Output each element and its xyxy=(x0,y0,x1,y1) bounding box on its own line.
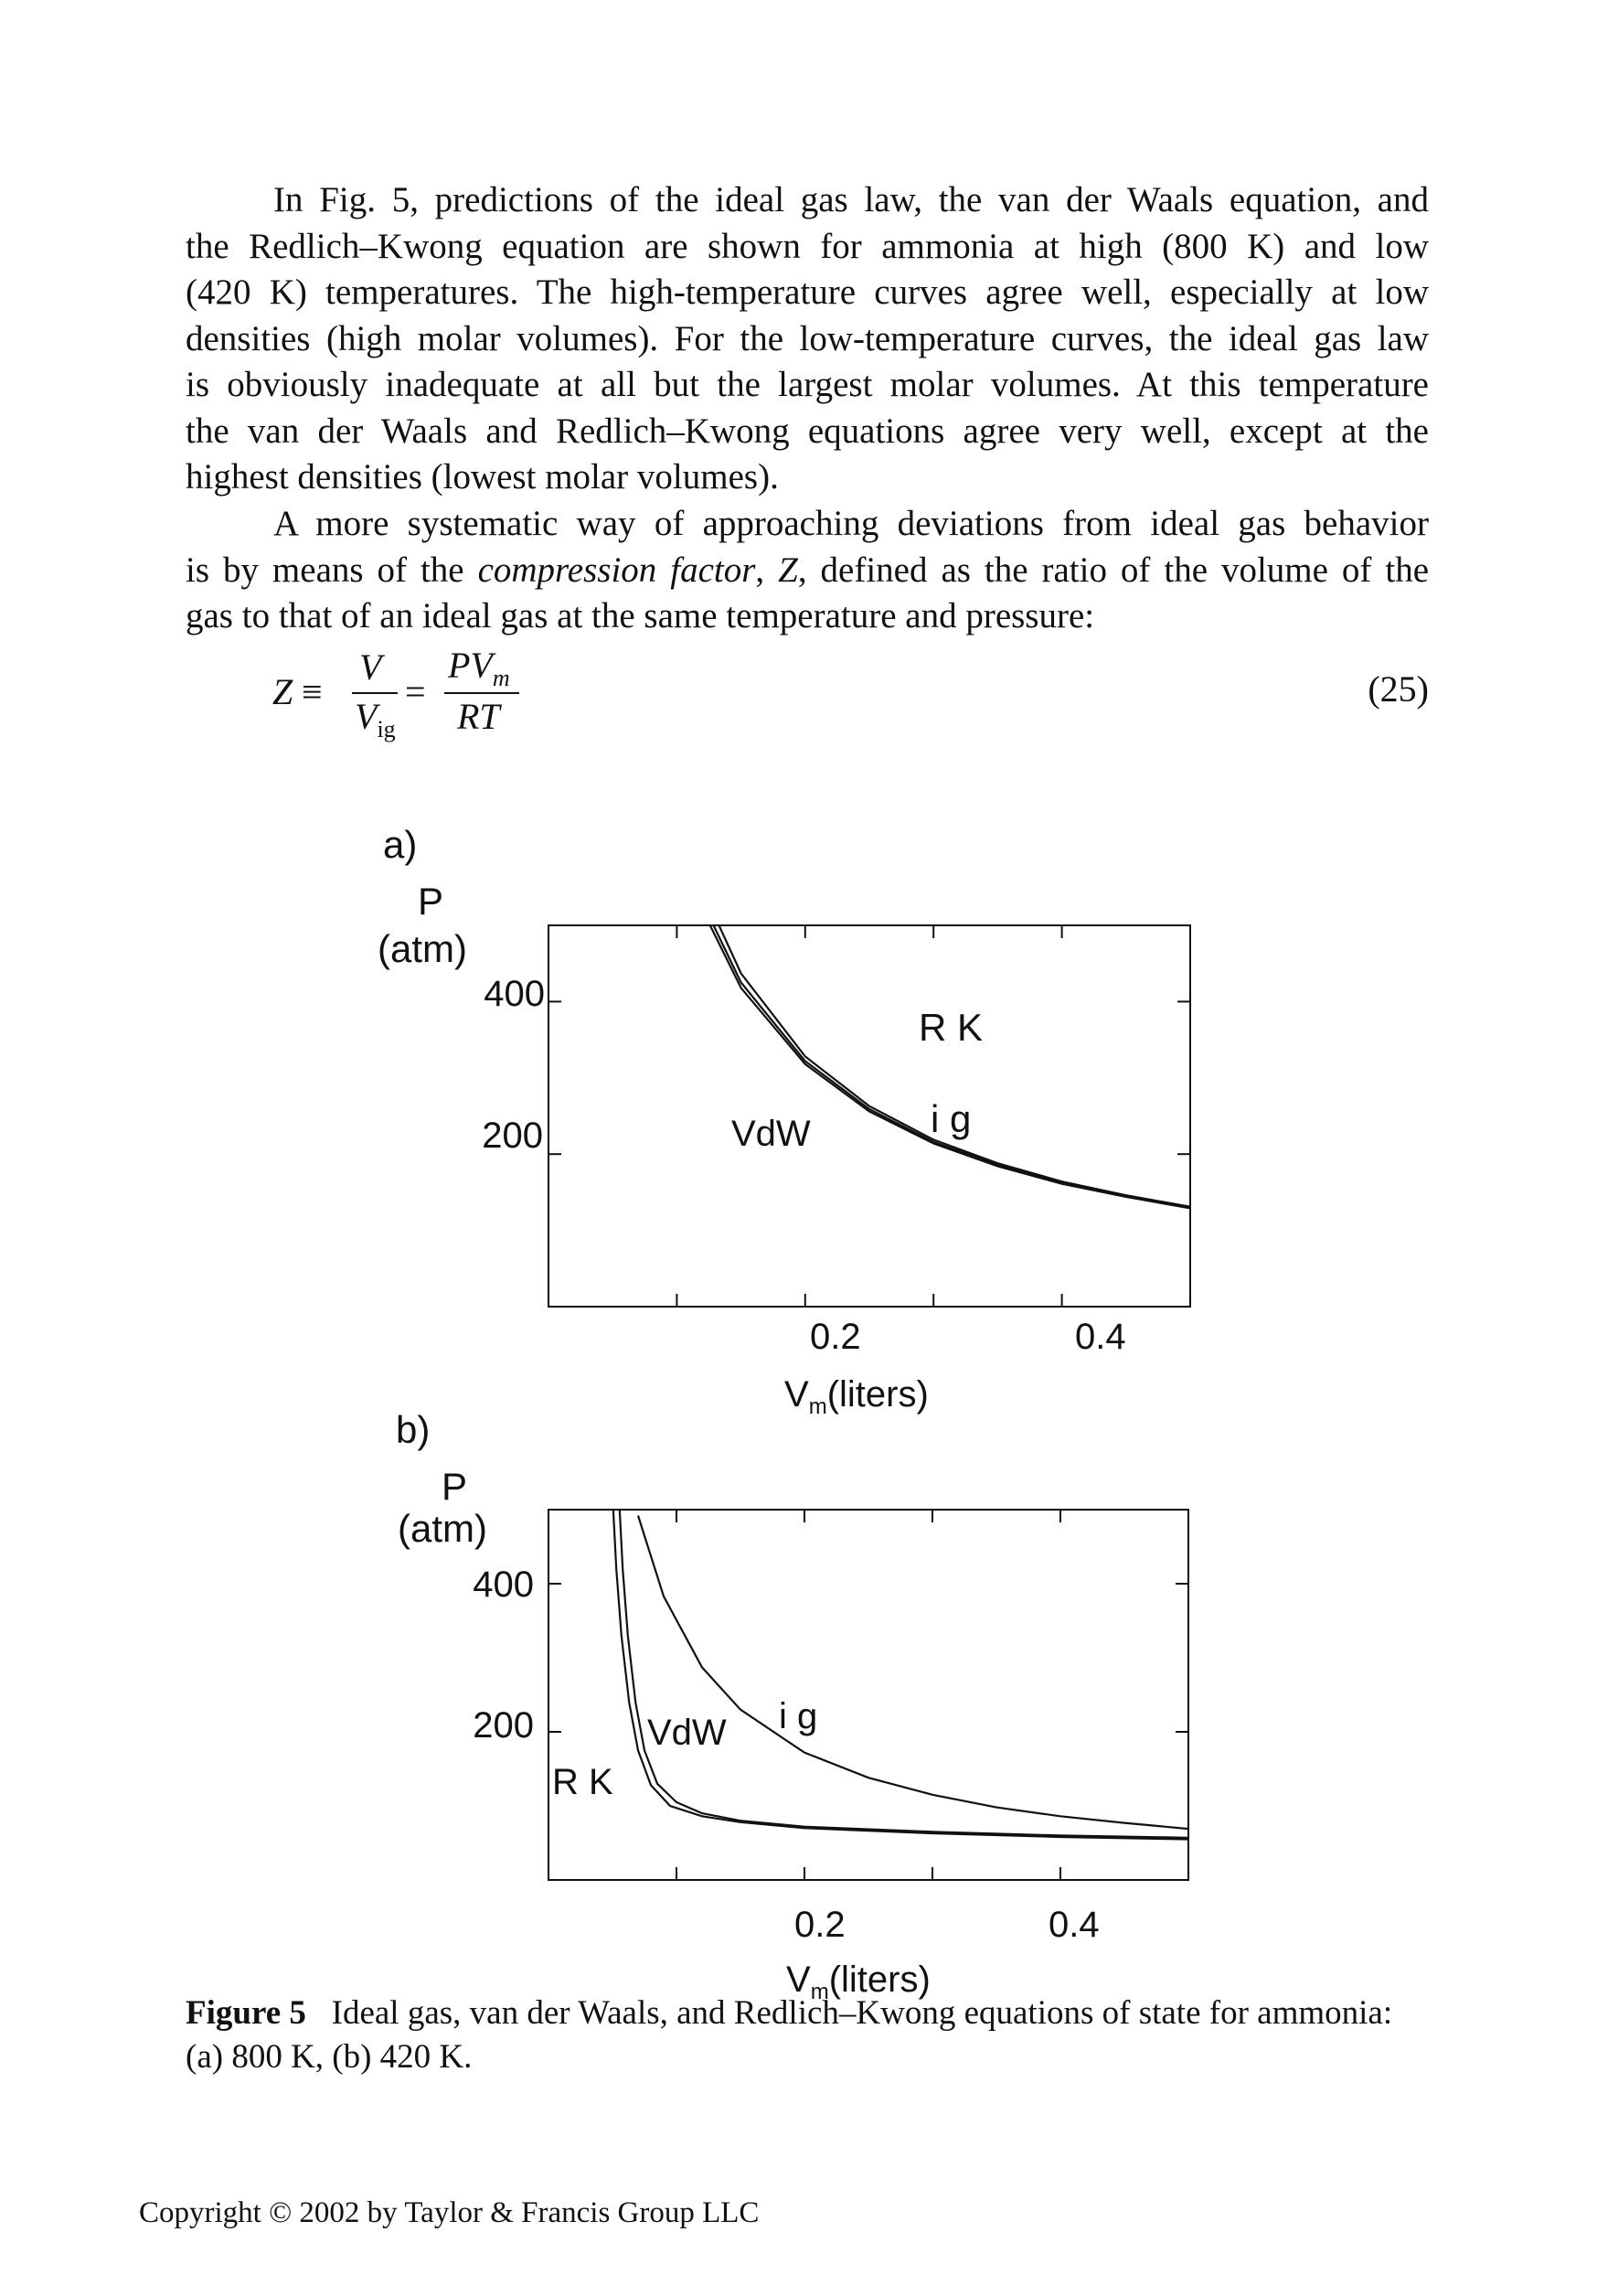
text-fragment: , defined as the ratio of the volume of … xyxy=(797,550,1429,590)
x-tick-label: 0.4 xyxy=(1075,1317,1126,1357)
x-axis-label-rest: (liters) xyxy=(829,1960,931,2000)
x-axis-label-v: V xyxy=(784,1374,809,1415)
text-line: the Redlich–Kwong equation are shown for… xyxy=(186,226,1429,266)
curve-label-ig: i g xyxy=(779,1696,817,1736)
text-line: highest densities (lowest molar volumes)… xyxy=(186,457,779,497)
panel-label: b) xyxy=(396,1408,430,1451)
plot-frame xyxy=(548,1509,1189,1881)
curve-label-rk: R K xyxy=(552,1762,613,1802)
equation-number: (25) xyxy=(1368,668,1429,710)
curve-label-vdw: VdW xyxy=(647,1713,727,1753)
eq-num2-sub: m xyxy=(492,665,510,691)
x-axis-label: Vm(liters) xyxy=(784,1374,929,1419)
fraction-bar xyxy=(444,692,519,694)
x-axis-label: Vm(liters) xyxy=(786,1960,931,2004)
text-line: A more systematic way of approaching dev… xyxy=(273,504,1429,543)
fraction-bar xyxy=(352,692,398,694)
x-tick-label: 0.4 xyxy=(1049,1905,1100,1945)
x-tick-label: 0.2 xyxy=(794,1905,846,1945)
y-axis-label: P xyxy=(442,1465,467,1508)
text-fragment: , xyxy=(755,550,779,590)
series-ig-line xyxy=(718,925,1190,1208)
caption-label: Figure 5 xyxy=(186,1994,306,2032)
y-axis-unit: (atm) xyxy=(398,1507,487,1550)
series-vdw-line xyxy=(618,1510,1188,1839)
curve-label-ig: i g xyxy=(931,1097,971,1140)
paragraph-2: A more systematic way of approaching dev… xyxy=(186,501,1429,640)
text-fragment: is by means of the xyxy=(186,550,478,590)
caption-text: Ideal gas, van der Waals, and Redlich–Kw… xyxy=(331,1994,1393,2032)
y-tick-label: 200 xyxy=(473,1705,534,1746)
caption-line-1: Figure 5 Ideal gas, van der Waals, and R… xyxy=(186,1992,1429,2035)
eq-den1-v: V xyxy=(355,696,378,737)
text-line: the van der Waals and Redlich–Kwong equa… xyxy=(186,411,1429,451)
eq-num1: V xyxy=(359,646,382,688)
emphasis-term: compression factor xyxy=(477,550,756,590)
x-tick-label: 0.2 xyxy=(810,1317,861,1357)
symbol-z: Z xyxy=(778,550,798,590)
eq-equals: = xyxy=(405,671,426,712)
y-axis-label: P xyxy=(418,880,443,923)
series-ig-line xyxy=(636,1515,1188,1831)
series-rk-line xyxy=(612,1510,1188,1841)
x-axis-label-sub: m xyxy=(811,1980,829,2004)
eq-den2: RT xyxy=(457,696,500,737)
x-axis-label-v: V xyxy=(786,1960,811,2000)
eq-den1: Vig xyxy=(355,695,396,743)
eq-num2: PVm xyxy=(448,644,510,692)
eq-equiv: ≡ xyxy=(302,671,323,712)
figure-caption: Figure 5 Ideal gas, van der Waals, and R… xyxy=(186,1992,1429,2079)
paragraph-1: In Fig. 5, predictions of the ideal gas … xyxy=(186,177,1429,501)
text-line: is obviously inadequate at all but the l… xyxy=(186,365,1429,404)
y-tick-label: 400 xyxy=(473,1564,534,1605)
text-line: gas to that of an ideal gas at the same … xyxy=(186,596,1095,635)
text-line: (420 K) temperatures. The high-temperatu… xyxy=(186,272,1429,312)
y-axis-unit: (atm) xyxy=(378,927,467,970)
copyright-footer: Copyright © 2002 by Taylor & Francis Gro… xyxy=(139,2196,760,2229)
y-tick-label: 400 xyxy=(484,974,545,1014)
series-vdw-line xyxy=(712,925,1190,1209)
eq-lhs: Z xyxy=(272,671,293,712)
x-axis-label-sub: m xyxy=(809,1394,827,1419)
plot-frame xyxy=(548,924,1191,1308)
text-line: is by means of the compression factor, Z… xyxy=(186,548,1429,594)
x-axis-label-rest: (liters) xyxy=(827,1374,929,1415)
curve-label-rk: R K xyxy=(919,1006,983,1049)
panel-label: a) xyxy=(383,823,417,866)
curve-label-vdw: VdW xyxy=(731,1114,811,1154)
series-rk-line xyxy=(708,925,1190,1210)
eq-num2-pv: PV xyxy=(448,645,493,686)
y-tick-label: 200 xyxy=(482,1116,543,1156)
caption-line-2: (a) 800 K, (b) 420 K. xyxy=(186,2038,473,2076)
text-line: In Fig. 5, predictions of the ideal gas … xyxy=(273,180,1429,219)
eq-den1-sub: ig xyxy=(377,716,396,742)
text-line: densities (high molar volumes). For the … xyxy=(186,318,1429,358)
